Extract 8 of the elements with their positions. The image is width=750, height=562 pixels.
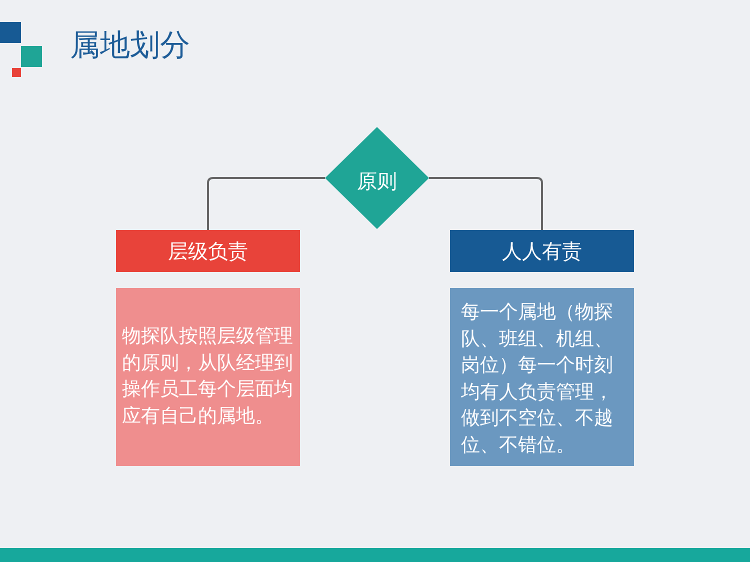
slide-title: 属地划分 <box>70 29 190 63</box>
heading-box: 层级负责 <box>116 230 300 272</box>
heading-box: 人人有责 <box>450 230 634 272</box>
text-box: 物探队按照层级管理的原则，从队经理到操作员工每个层面均应有自己的属地。 <box>116 288 300 466</box>
connector-line <box>207 177 325 230</box>
decision-diamond: 原则 <box>325 127 429 229</box>
connector-line <box>429 177 543 230</box>
text-box: 每一个属地（物探队、班组、机组、岗位）每一个时刻均有人负责管理，做到不空位、不越位、不错位。 <box>450 288 634 466</box>
